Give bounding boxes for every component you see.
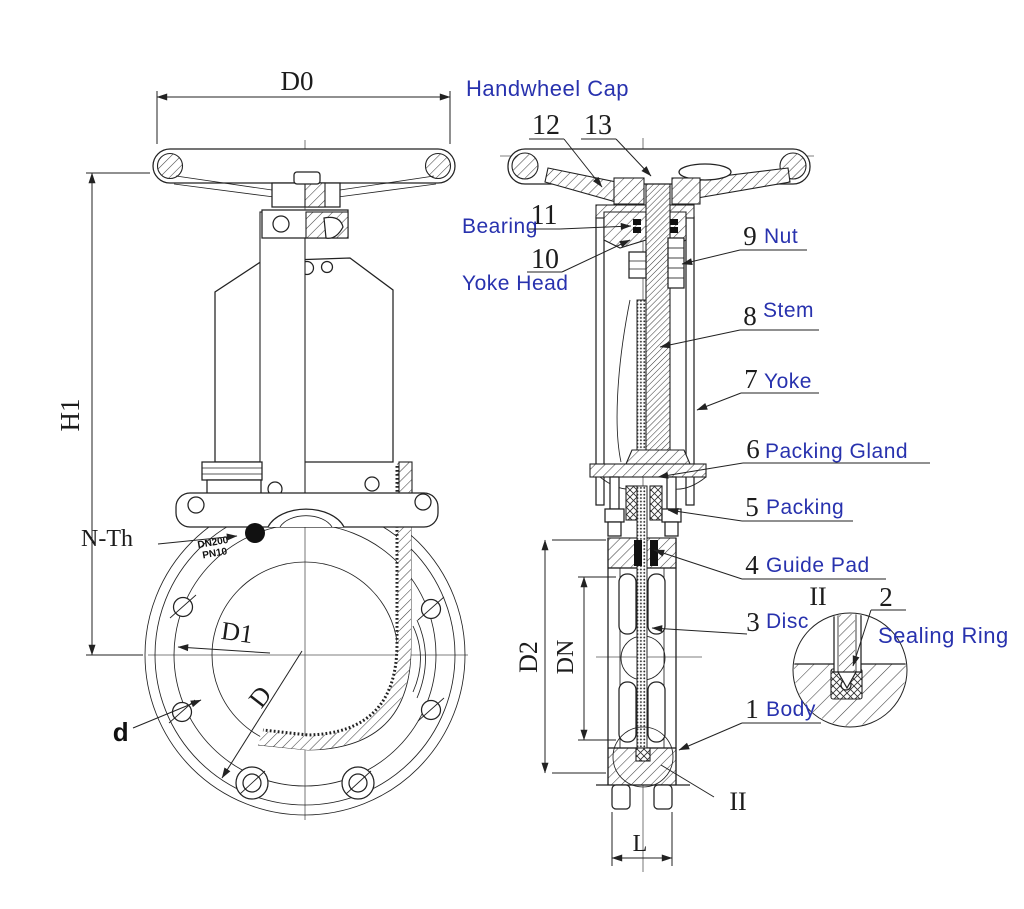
callout-num-1: 1	[745, 694, 759, 724]
dim-d2: D2	[514, 539, 606, 774]
callouts: Handwheel Cap 12 13 11 Bearing 10 Yoke H…	[462, 76, 1009, 816]
cast-marking-line2: PN10	[202, 546, 229, 561]
callout-num-11: 11	[531, 200, 558, 231]
dim-d2-label: D2	[514, 641, 543, 673]
handwheel-side	[507, 148, 811, 205]
bonnet-front	[214, 257, 413, 497]
dim-d1-label: D1	[219, 616, 255, 649]
callout-bearing-label: Bearing	[462, 215, 538, 238]
handwheel-cap-front	[293, 171, 321, 185]
seat-channel	[257, 462, 426, 751]
flange-front	[144, 462, 466, 816]
callout-num-8: 8	[743, 301, 757, 331]
callout-num-13: 13	[584, 110, 612, 141]
cast-marking: DN200 PN10	[197, 535, 230, 562]
guide-strip	[398, 461, 413, 497]
gate-strip-front	[259, 211, 380, 503]
dim-d-bolt: d	[113, 699, 202, 747]
callout-num-10: 10	[531, 244, 559, 275]
callout-body-label: Body	[766, 698, 816, 721]
callout-sealing-ring-label: Sealing Ring	[878, 623, 1009, 648]
seat-tip	[635, 747, 651, 762]
callout-disc-label: Disc	[766, 610, 809, 633]
section-view: D2 DN L	[500, 138, 814, 872]
dim-d1: D1	[177, 616, 271, 654]
dim-h1: H1	[55, 172, 150, 656]
detail-marker-circle	[612, 726, 674, 788]
stem-side	[645, 155, 671, 471]
callout-nut-label: Nut	[764, 225, 798, 248]
callout-yoke-label: Yoke	[764, 370, 812, 393]
callout-num-12: 12	[532, 110, 560, 141]
dim-dn-label: DN	[553, 640, 579, 675]
dim-h1-label: H1	[55, 399, 85, 432]
yoke-head-front	[261, 209, 349, 239]
dim-d-bolt-label: d	[113, 717, 129, 747]
dim-l-label: L	[633, 831, 648, 857]
dim-d-label: D	[243, 681, 277, 714]
callout-num-2: 2	[879, 582, 893, 612]
callout-stem-label: Stem	[763, 299, 814, 322]
gland-front	[175, 461, 439, 543]
callout-handwheel-cap-label: Handwheel Cap	[466, 76, 629, 101]
front-view: DN200 PN10 D0 H1 N-Th D1 D d	[55, 66, 468, 820]
detail-view	[792, 612, 908, 728]
detail-content	[794, 614, 906, 726]
disc-lower	[636, 485, 648, 759]
callout-num-3: 3	[746, 607, 760, 637]
packing-gland-side	[589, 449, 707, 490]
body-side	[596, 537, 690, 810]
callout-num-6: 6	[746, 434, 760, 464]
stem-nut	[628, 237, 685, 289]
callout-num-9: 9	[743, 221, 757, 251]
gland-bolt	[245, 523, 265, 543]
section-mark-bottom: II	[729, 787, 746, 816]
callout-num-4: 4	[745, 550, 759, 580]
dim-n-th-label: N-Th	[81, 526, 133, 552]
bolt-holes	[168, 594, 445, 724]
callout-packing-gland-label: Packing Gland	[765, 440, 908, 463]
bottom-lugs	[235, 766, 375, 800]
callout-num-7: 7	[744, 364, 758, 394]
callout-guide-pad-label: Guide Pad	[766, 554, 870, 577]
callout-num-5: 5	[745, 492, 759, 522]
dim-d0: D0	[156, 66, 451, 144]
callout-yoke-head-label: Yoke Head	[462, 272, 568, 295]
section-mark-detail: II	[809, 582, 826, 611]
bearing-blocks	[633, 219, 678, 233]
dim-dn: DN	[553, 576, 616, 741]
callout-packing-label: Packing	[766, 496, 844, 519]
dim-l: L	[611, 812, 673, 866]
dim-n-th: N-Th	[81, 526, 238, 552]
dim-d0-label: D0	[281, 66, 314, 96]
handwheel-front	[152, 148, 456, 208]
